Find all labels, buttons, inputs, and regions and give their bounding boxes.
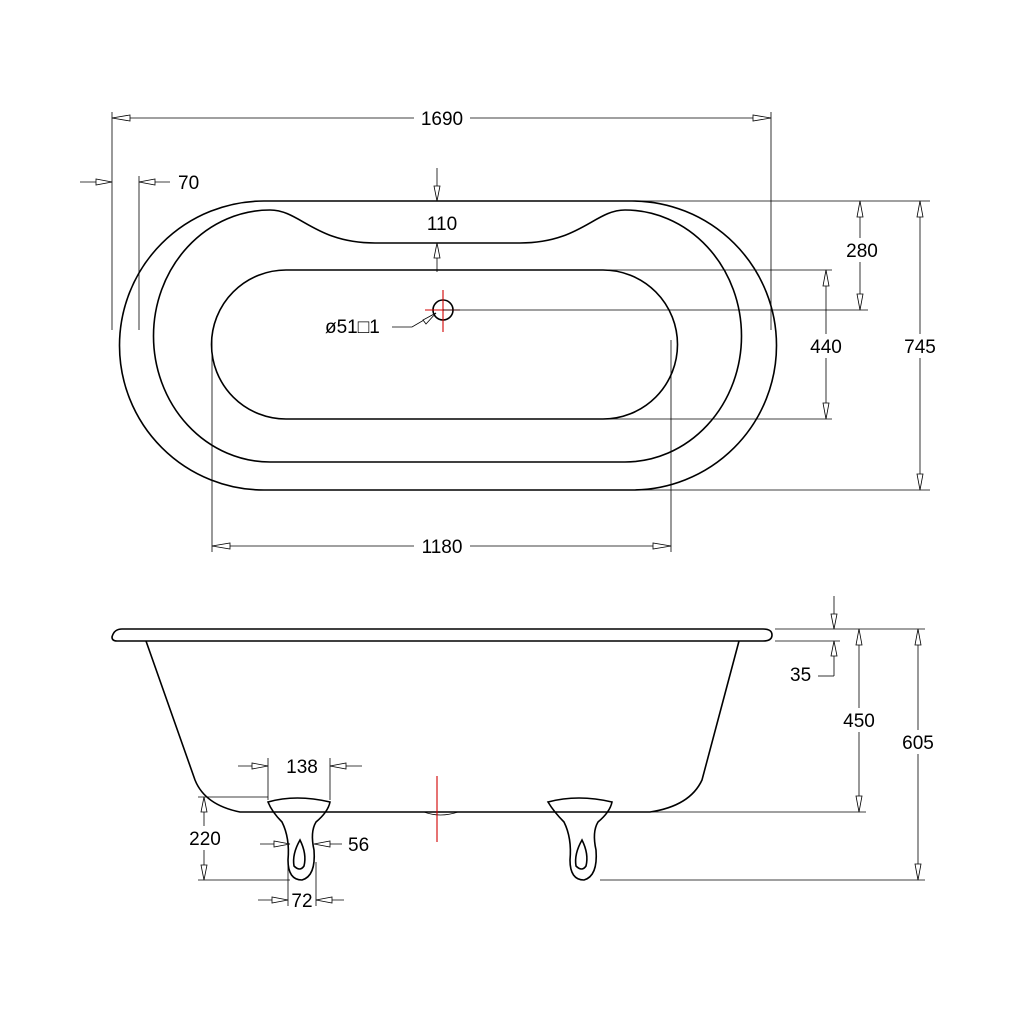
dim-waste-diameter: ø51□1 [325,317,380,338]
side-view: 35 450 605 138 220 56 [111,596,940,912]
dim-overall-length: 1690 [421,109,463,130]
dim-foot-height: 220 [189,829,221,850]
side-body [145,640,740,813]
side-rim [111,628,773,642]
dim-rim-thickness: 35 [790,665,811,686]
dim-overall-height: 605 [902,733,934,754]
basin-edge-outline [152,209,743,463]
dim-inner-width: 440 [810,337,842,358]
dim-foot-width: 138 [286,757,318,778]
dim-waste-offset: 280 [846,241,878,262]
dim-bath-depth: 450 [843,711,875,732]
dim-foot-neck: 56 [348,835,369,856]
dim-foot-base: 72 [291,891,312,912]
plan-view: 1690 70 110 ø51□1 280 440 [80,106,942,558]
left-claw-foot [266,797,331,881]
inner-basin-outline [210,269,679,420]
dim-inner-length: 1180 [422,537,463,558]
dim-overall-width: 745 [904,337,936,358]
dim-rim-inset: 70 [178,173,199,194]
right-claw-foot [546,797,613,881]
dim-rim-width: 110 [427,214,457,235]
